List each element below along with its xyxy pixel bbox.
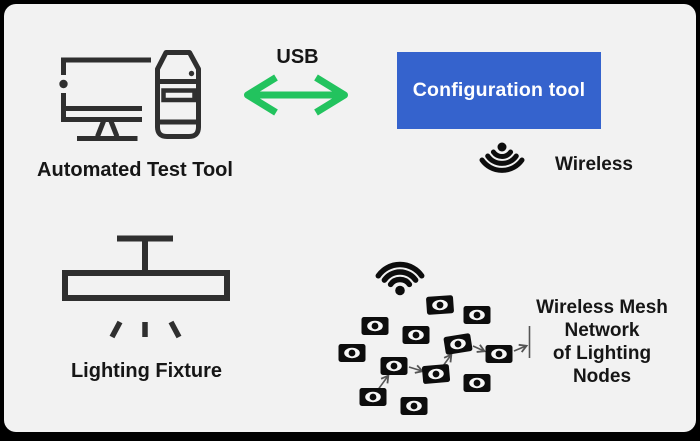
lighting-node-icon (463, 306, 491, 324)
lighting-node-icon (421, 364, 451, 384)
mesh-label-line: Nodes (572, 366, 632, 387)
desktop-computer-icon (59, 50, 201, 141)
lighting-node-icon (338, 344, 366, 362)
configuration-tool-label: Configuration tool (412, 79, 586, 101)
mesh-hop-arrow (442, 353, 453, 367)
configuration-tool-box: Configuration tool (397, 52, 601, 129)
lighting-node-icon (463, 374, 491, 392)
lighting-fixture-icon (62, 235, 230, 339)
mesh-network-label: Wireless Mesh Network of Lighting Nodes (529, 296, 675, 388)
lighting-node-icon (359, 388, 387, 406)
mesh-hop-arrow (472, 344, 487, 353)
wifi-icon (375, 261, 425, 296)
lighting-node-icon (443, 333, 473, 355)
mesh-nodes (338, 295, 513, 415)
mesh-label-line: of Lighting (552, 343, 652, 364)
lighting-fixture-label: Lighting Fixture (70, 360, 223, 382)
lighting-node-icon (380, 357, 408, 375)
wireless-label: Wireless (555, 154, 633, 175)
mesh-links (376, 343, 529, 392)
mesh-label-line: Network (564, 320, 640, 341)
lighting-node-icon (361, 317, 389, 335)
lighting-node-icon (400, 397, 428, 415)
automated-test-tool-label: Automated Test Tool (37, 159, 233, 181)
mesh-hop-arrow (408, 364, 425, 374)
wireless-broadcast-icon (479, 142, 525, 173)
usb-label: USB (276, 46, 319, 68)
mesh-hop-arrow (513, 343, 529, 353)
lighting-node-icon (485, 345, 513, 363)
lighting-node-icon (426, 295, 454, 315)
lighting-node-icon (402, 326, 430, 344)
mesh-label-line: Wireless Mesh (536, 297, 668, 318)
usb-double-arrow-icon (244, 74, 348, 116)
